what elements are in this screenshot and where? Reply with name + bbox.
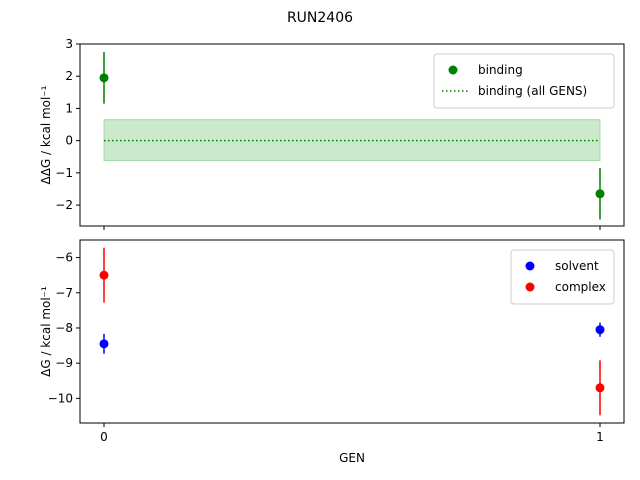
- legend-label: binding (all GENS): [478, 84, 587, 98]
- data-point: [99, 270, 109, 280]
- x-tick-label: 1: [596, 430, 604, 444]
- y-tick-label: 1: [65, 101, 73, 115]
- x-tick-label: 0: [100, 430, 108, 444]
- data-point: [595, 189, 605, 199]
- legend-label: complex: [555, 280, 606, 294]
- legend-marker: [525, 261, 535, 271]
- y-tick-label: 2: [65, 69, 73, 83]
- legend-box: [433, 53, 615, 109]
- data-point: [595, 383, 605, 393]
- axes-frame: [79, 43, 625, 227]
- y-tick-label: −9: [55, 356, 73, 370]
- axes-frame: [79, 239, 625, 424]
- y-axis-label: ΔΔG / kcal mol⁻¹: [39, 85, 53, 184]
- y-tick-label: −1: [55, 166, 73, 180]
- y-tick-label: −8: [55, 321, 73, 335]
- y-axis-label: ΔG / kcal mol⁻¹: [39, 286, 53, 377]
- data-point: [595, 325, 605, 335]
- legend-box: [510, 249, 615, 305]
- y-tick-label: −2: [55, 198, 73, 212]
- y-tick-label: 0: [65, 134, 73, 148]
- legend-marker: [525, 282, 535, 292]
- legend-label: binding: [478, 63, 523, 77]
- legend-label: solvent: [555, 259, 599, 273]
- chart-title: RUN2406: [287, 10, 353, 26]
- y-tick-label: −6: [55, 251, 73, 265]
- x-axis-label: GEN: [339, 451, 365, 465]
- data-point: [99, 339, 109, 349]
- data-point: [99, 73, 109, 83]
- y-tick-label: −10: [48, 391, 73, 405]
- y-tick-label: −7: [55, 286, 73, 300]
- y-tick-label: 3: [65, 37, 73, 51]
- component-panel: −6 −7 −8 −9 −10 0 1 ΔG / kcal mol⁻¹ solvent compl…: [39, 239, 625, 444]
- legend-marker: [448, 65, 458, 75]
